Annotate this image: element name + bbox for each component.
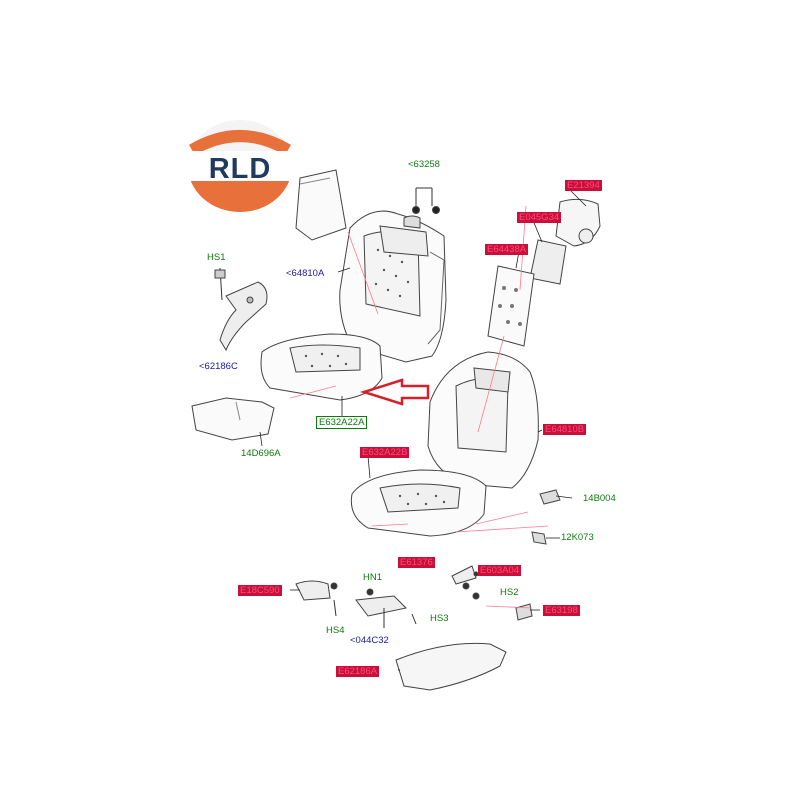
pointer-arrow: [359, 378, 430, 406]
lower-seat-cushion: [350, 469, 487, 537]
bracket-62186C: [214, 267, 268, 352]
callout-045G34: E045G34: [517, 212, 562, 223]
callout-18C590: E18C590: [238, 585, 282, 596]
callout-21394: E21394: [565, 180, 602, 191]
callout-62186A: E62186A: [336, 666, 380, 677]
callout-14D696A: 14D696A: [241, 448, 281, 459]
callout-603A04: E603A04: [478, 565, 522, 576]
heater-mat-14D696A: [191, 397, 275, 441]
logo-mark: [188, 120, 292, 212]
callout-632A22A: E632A22A: [316, 416, 368, 429]
callout-61376: E61376: [398, 557, 435, 568]
callout-64810A: <64810A: [286, 268, 325, 279]
lower-mechanism-parts: [295, 565, 533, 628]
callout-HS1: HS1: [207, 252, 226, 263]
callout-HS4: HS4: [326, 625, 345, 636]
callout-HS3: HS3: [430, 613, 449, 624]
lower-seat-backrest: [427, 351, 539, 489]
callout-14B004: 14B004: [583, 493, 616, 504]
logo-text: RLD: [208, 153, 272, 185]
callout-63258: <63258: [408, 159, 440, 170]
callout-044C32: <044C32: [350, 635, 389, 646]
clip-63258-parts: [412, 187, 440, 214]
upper-seat-backrest: [339, 210, 447, 363]
rld-logo: RLD: [184, 116, 296, 216]
upper-seat-cushion: [260, 333, 383, 401]
callout-64810B: E64810B: [543, 424, 587, 435]
callout-632A22B: E632A22B: [360, 447, 410, 458]
lumbar-parts-upper: [487, 198, 601, 347]
callout-63198: E63198: [543, 605, 580, 616]
connector-14B004: [539, 489, 561, 505]
side-shield-62186A: [395, 642, 507, 691]
callout-HN1: HN1: [363, 572, 383, 583]
callout-HS2: HS2: [500, 587, 519, 598]
callout-64438A: E64438A: [485, 244, 529, 255]
callout-12K073: 12K073: [561, 532, 594, 543]
connector-12K073: [531, 531, 547, 545]
backrest-cover-panel: [295, 169, 347, 241]
callout-62186C: <62186C: [199, 361, 238, 372]
